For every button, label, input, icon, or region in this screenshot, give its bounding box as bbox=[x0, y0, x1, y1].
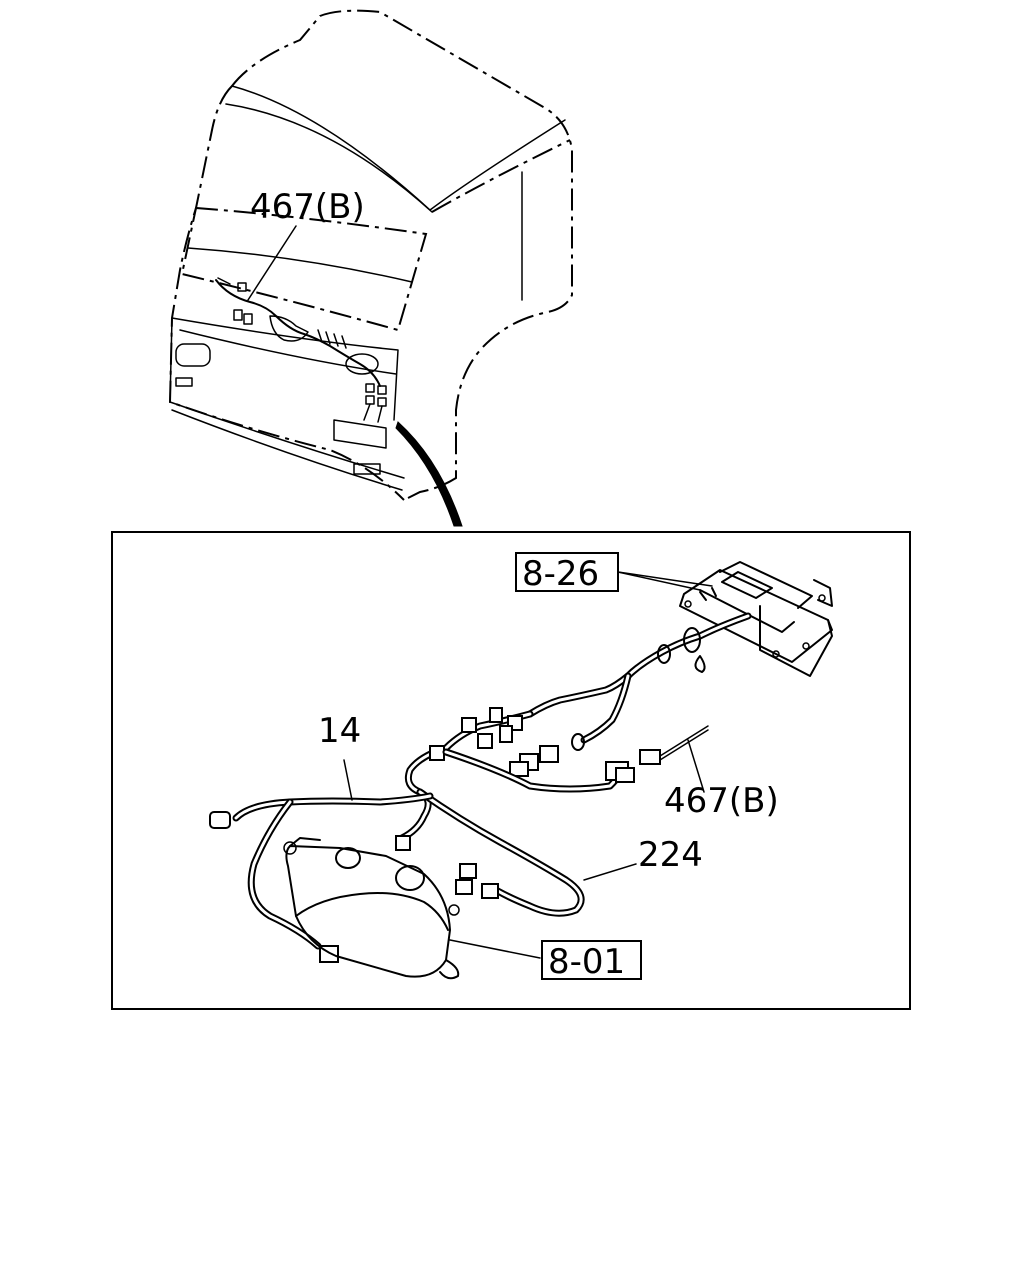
lamp-assembly bbox=[283, 837, 541, 980]
controller-ref-box: 8-26 bbox=[515, 552, 713, 594]
lamp-harness-callout: 224 bbox=[638, 835, 703, 875]
sensor-branch bbox=[442, 725, 709, 793]
detail-pointer bbox=[395, 421, 463, 527]
sensor-wire-callout: 467(B) bbox=[664, 781, 779, 821]
controller-unit bbox=[679, 561, 833, 677]
left-harness-loop bbox=[209, 759, 434, 963]
truck-cab-illustration bbox=[168, 9, 573, 527]
detail-frame bbox=[111, 531, 911, 1010]
harness-connectors bbox=[395, 707, 585, 851]
lamp-ref-label: 8-01 bbox=[548, 942, 625, 982]
cab-harness-callout: 467(B) bbox=[250, 187, 365, 227]
lamp-harness-wire bbox=[416, 788, 637, 917]
lamp-ref-box: 8-01 bbox=[541, 940, 642, 982]
controller-ref-label: 8-26 bbox=[522, 554, 599, 594]
main-harness-callout: 14 bbox=[318, 711, 361, 751]
